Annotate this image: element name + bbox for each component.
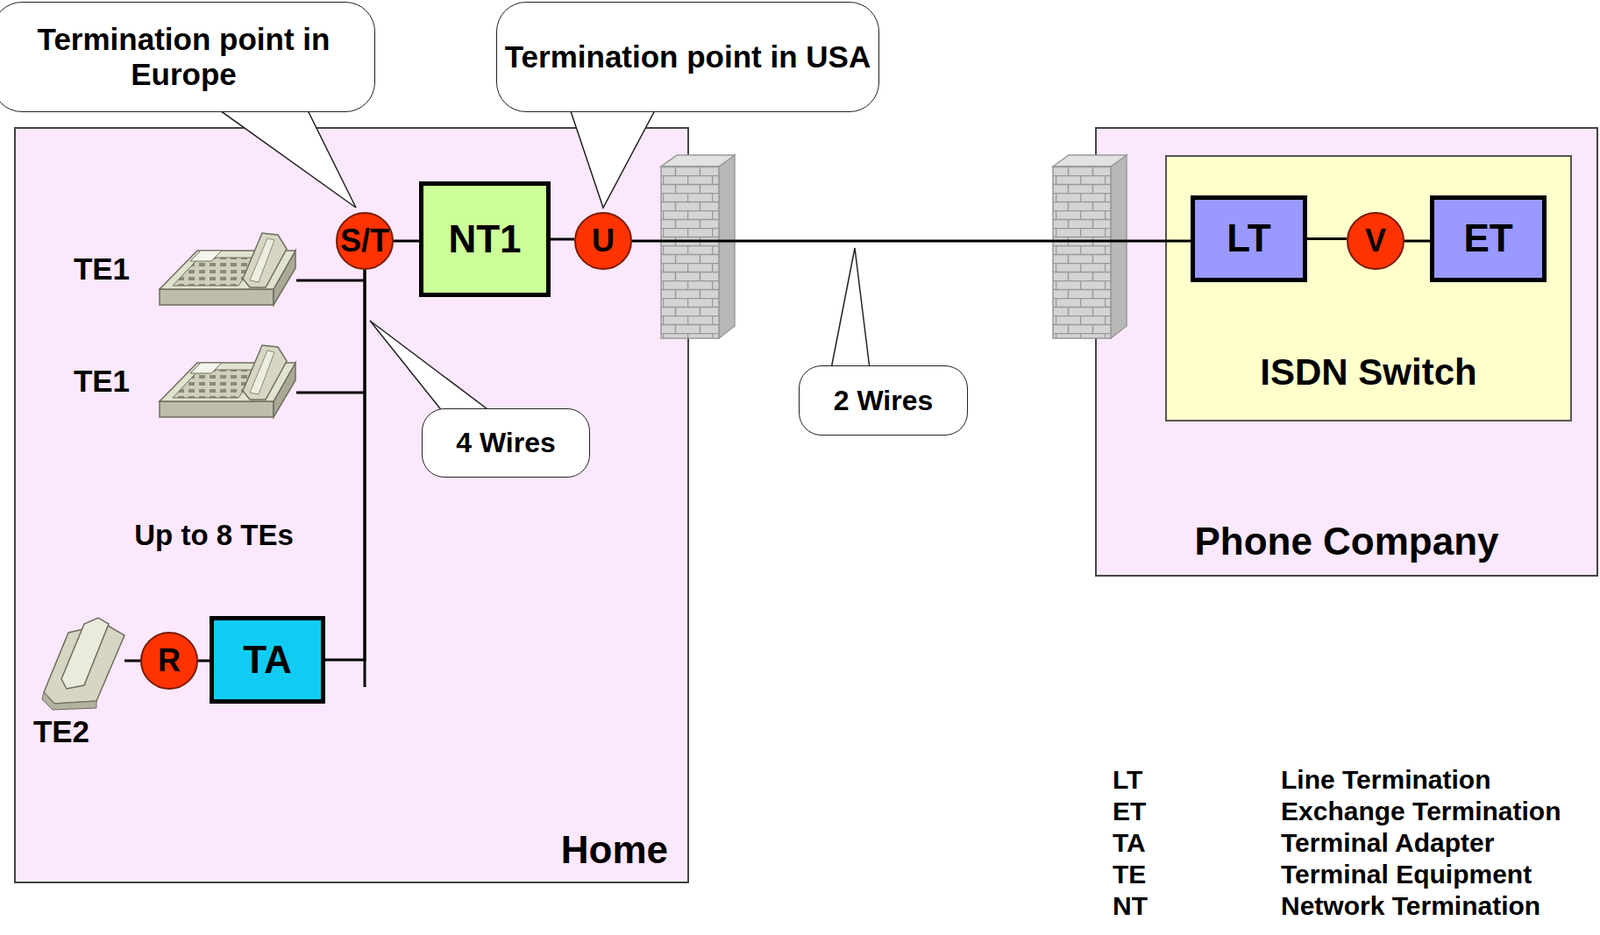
legend-text: Terminal Adapter — [1280, 828, 1494, 858]
legend-text: Line Termination — [1280, 765, 1491, 795]
connector-line — [632, 240, 1191, 243]
connector-line — [198, 660, 210, 663]
switch-region: ISDN Switch LT V ET — [1165, 155, 1572, 422]
reference-point: R — [140, 632, 199, 690]
callout-bubble: Termination point in Europe — [0, 1, 376, 113]
bus-wires — [124, 270, 365, 688]
legend-text: ET — [1112, 796, 1146, 826]
callout-bubble: 4 Wires — [421, 408, 591, 478]
label-holder: Terminal Adapter — [1280, 828, 1494, 860]
label-holder: LT — [1112, 765, 1143, 797]
phone-icon — [159, 233, 296, 306]
device-box: LT — [1190, 195, 1308, 283]
handset-icon — [42, 618, 125, 711]
legend-text: TA — [1112, 828, 1146, 858]
wall-icon — [1052, 155, 1127, 339]
legend-text: Exchange Termination — [1280, 796, 1562, 826]
connector-line — [550, 238, 575, 242]
reference-point: V — [1346, 212, 1405, 271]
node-label: 4 Wires — [455, 426, 556, 460]
connector-line — [325, 270, 365, 661]
label-holder: TE — [1112, 860, 1146, 891]
label-holder: TE1 — [73, 251, 130, 287]
label-holder: Line Termination — [1280, 765, 1491, 797]
label-holder: TE1 — [73, 363, 130, 399]
node-label: TA — [242, 638, 292, 683]
node-label: LT — [1226, 216, 1272, 262]
connector-line — [1404, 240, 1430, 243]
terminal-label: TE1 — [73, 251, 130, 286]
terminal-label: TE1 — [73, 363, 130, 399]
phone-icon — [159, 345, 296, 418]
region-title: Home — [561, 828, 669, 874]
legend-text: Terminal Equipment — [1280, 860, 1532, 889]
callout-bubble: 2 Wires — [798, 365, 968, 436]
terminal-label: Up to 8 TEs — [134, 519, 294, 552]
connector-line — [1307, 237, 1347, 241]
label-holder: TA — [1112, 828, 1146, 860]
node-label: R — [157, 642, 181, 679]
label-holder: Network Termination — [1280, 891, 1541, 923]
region-title: Phone Company — [1194, 519, 1499, 565]
region-title: ISDN Switch — [1259, 351, 1477, 394]
legend-text: LT — [1112, 765, 1143, 795]
wall-icon — [661, 155, 735, 339]
legend-text: Network Termination — [1280, 891, 1541, 921]
callout-bubble: Termination point in USA — [496, 1, 880, 113]
reference-point: S/T — [335, 212, 394, 271]
legend-text: TE — [1112, 860, 1146, 889]
device-box: TA — [209, 616, 326, 704]
home-region: Home S/T NT1 U 4 WiresR TA — [14, 127, 690, 884]
node-label: ET — [1463, 216, 1513, 262]
connector-line — [393, 240, 420, 243]
node-label: 2 Wires — [833, 384, 934, 418]
label-holder: TE2 — [33, 714, 90, 750]
node-label: U — [591, 222, 615, 259]
node-label: V — [1365, 222, 1387, 259]
callout-tail — [217, 108, 870, 413]
node-label: Termination point in Europe — [0, 21, 375, 93]
label-holder: NT — [1112, 891, 1148, 923]
device-box: NT1 — [419, 181, 551, 298]
node-label: Termination point in USA — [504, 39, 871, 75]
label-holder: Terminal Equipment — [1280, 860, 1532, 891]
label-holder: Up to 8 TEs — [134, 519, 294, 553]
reference-point: U — [574, 212, 633, 271]
node-label: NT1 — [448, 217, 521, 263]
terminal-label: TE2 — [33, 714, 90, 749]
label-holder: Exchange Termination — [1280, 796, 1562, 828]
label-holder: ET — [1112, 796, 1146, 828]
device-box: ET — [1429, 195, 1547, 283]
node-label: S/T — [340, 222, 390, 259]
legend-text: NT — [1112, 891, 1148, 921]
company-region: Phone Company ISDN Switch LT V ET — [1095, 127, 1599, 577]
